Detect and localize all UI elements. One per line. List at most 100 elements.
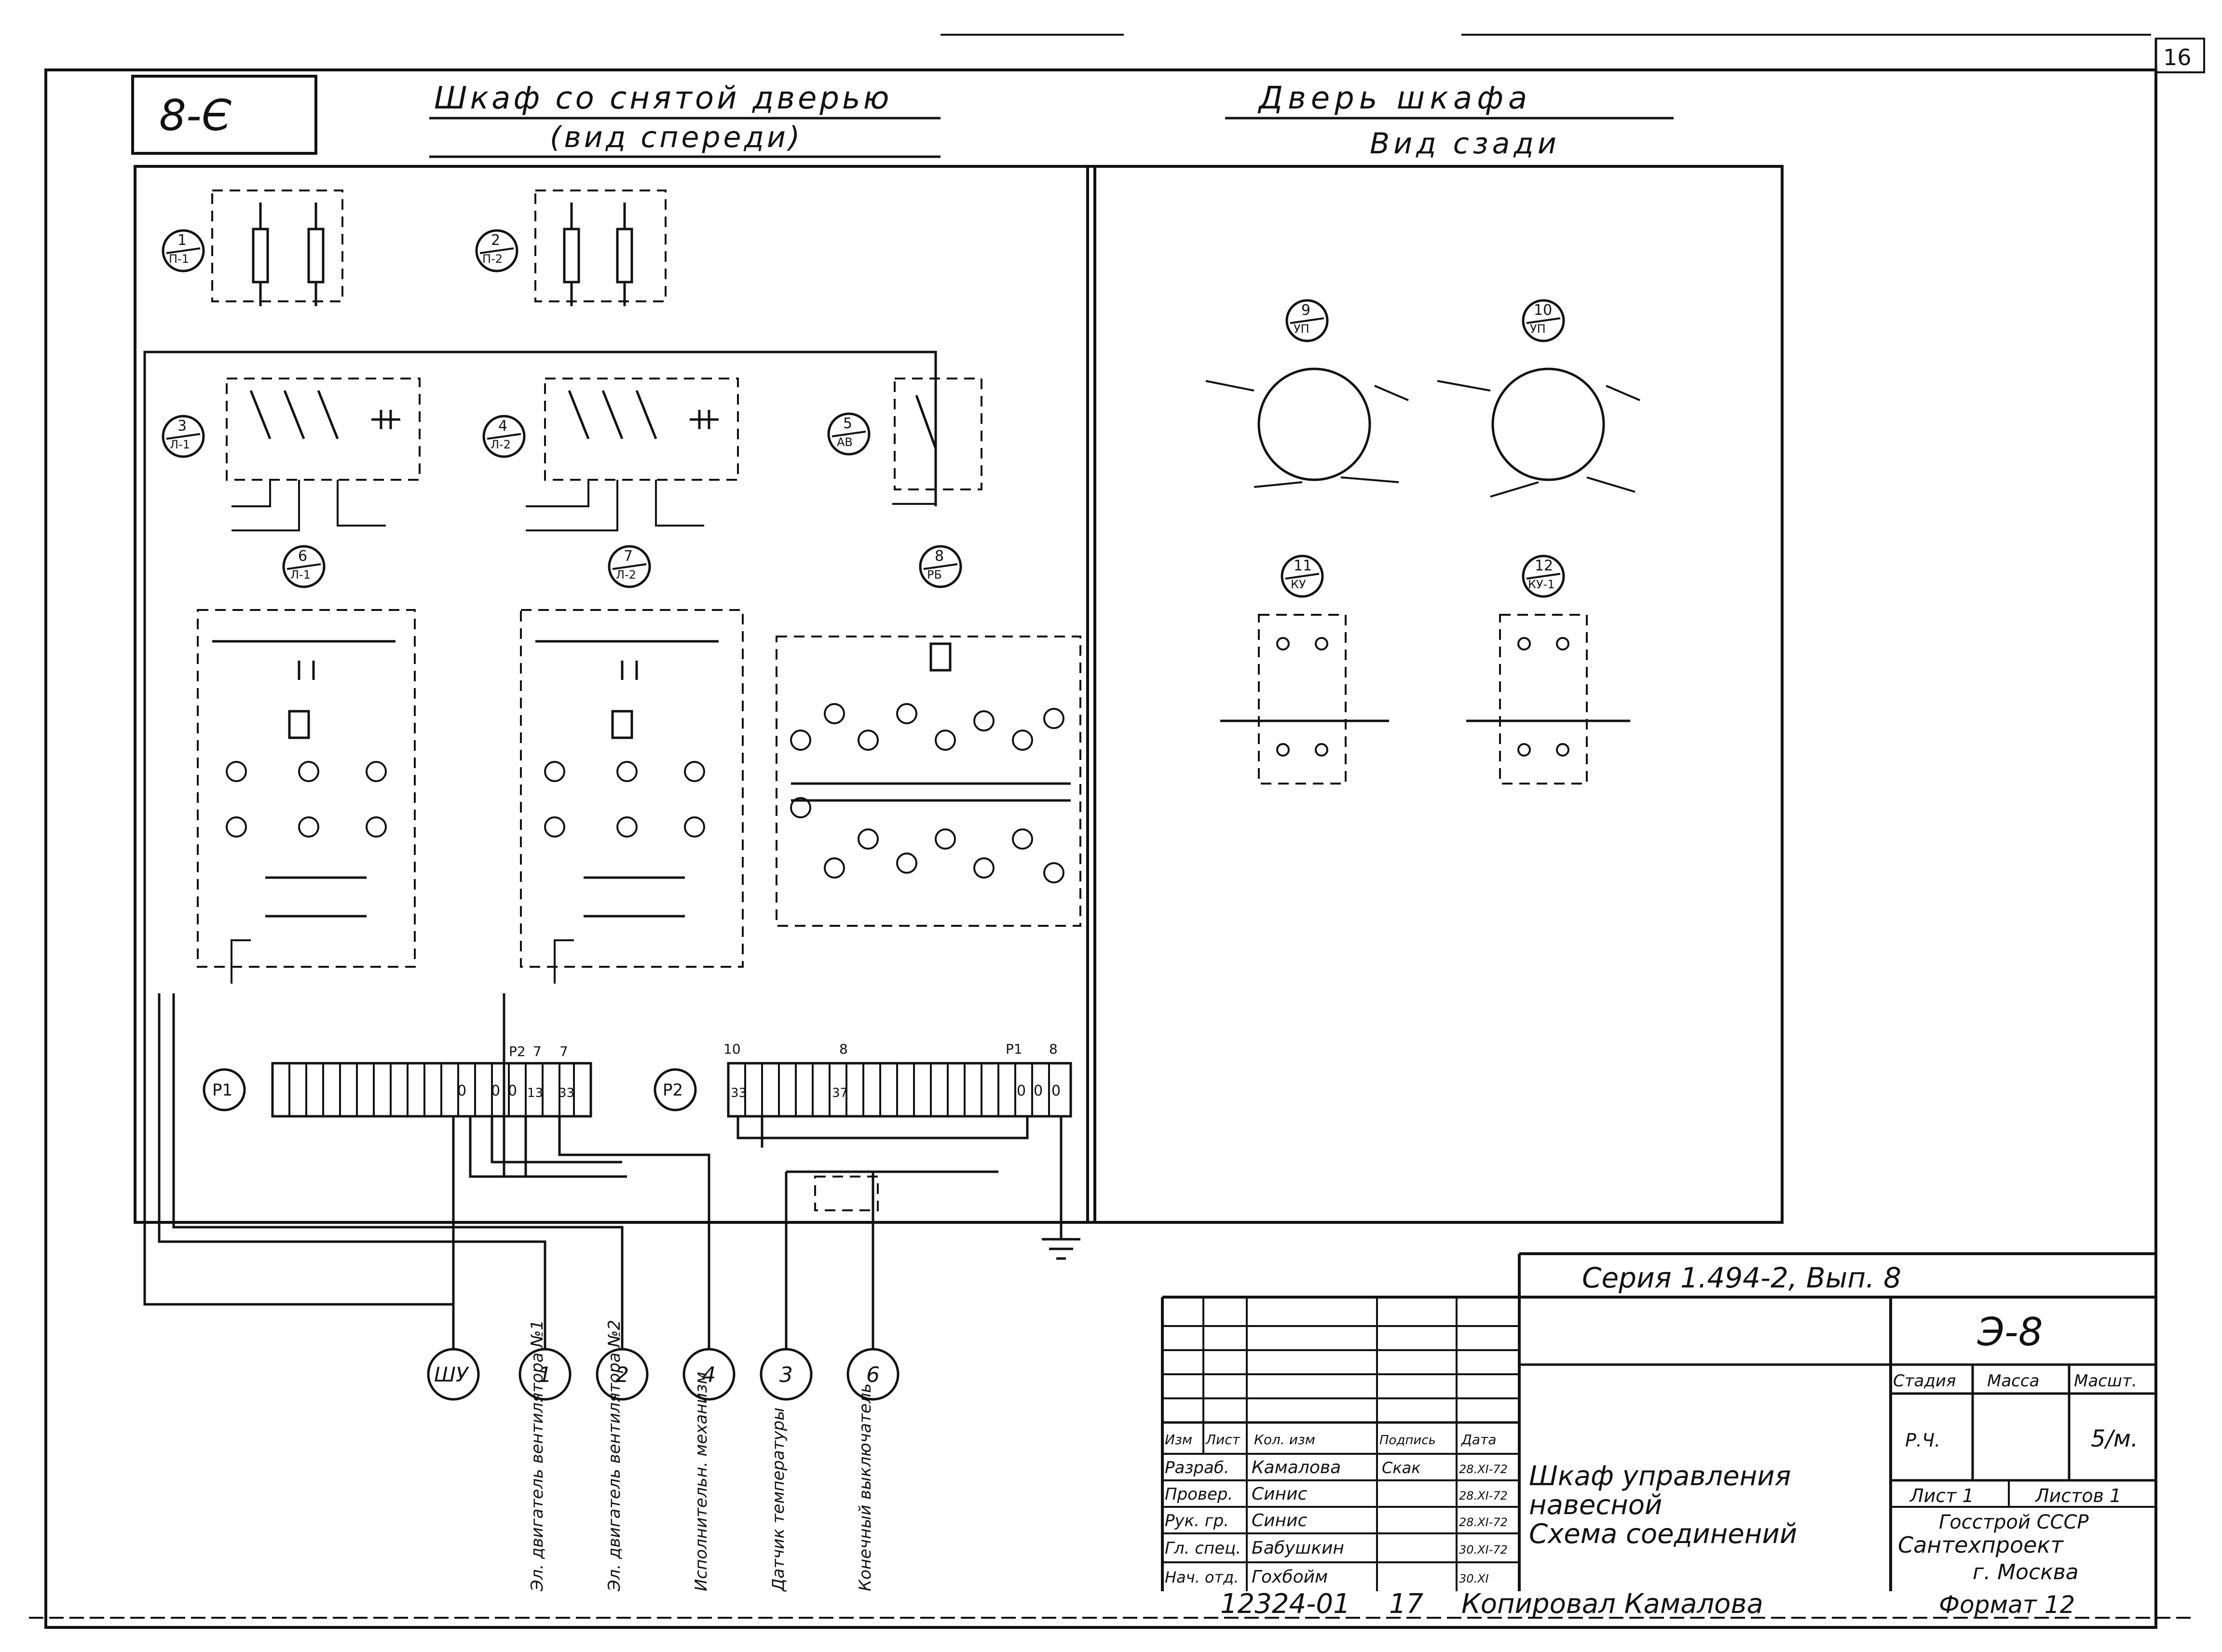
doc-name-line-2: навесной <box>1529 1490 1662 1521</box>
p2-cell-1: 33 <box>731 1086 747 1100</box>
cable-shu-id: ШУ <box>434 1363 469 1386</box>
cable-6: 6 Конечный выключатель <box>846 1348 900 1591</box>
svg-text:Провер.: Провер. <box>1165 1485 1233 1504</box>
switch-9 <box>1205 299 1409 488</box>
cable-3-id: 3 <box>779 1363 793 1387</box>
svg-text:АВ: АВ <box>837 435 853 449</box>
svg-text:Дата: Дата <box>1460 1432 1497 1448</box>
header-mass: Масса <box>1987 1371 2039 1391</box>
svg-text:1: 1 <box>177 232 187 249</box>
svg-text:Камалова: Камалова <box>1252 1458 1341 1477</box>
component-label-10: 10 УП <box>1530 302 1552 336</box>
svg-text:4: 4 <box>498 418 507 434</box>
terminal-block-p2: Р2 <box>654 1062 1072 1118</box>
svg-text:3: 3 <box>177 418 187 434</box>
svg-text:Скак: Скак <box>1382 1459 1421 1477</box>
title-block <box>1161 1252 2156 1591</box>
cable-1-caption: Эл. двигатель вентилятора №1 <box>528 1320 547 1592</box>
svg-text:6: 6 <box>298 548 307 565</box>
component-label-5: 5 АВ <box>837 415 853 449</box>
cable-6-id: 6 <box>866 1363 880 1387</box>
signature-row-4: Гл. спец. Бабушкин 30.XI-72 <box>1165 1538 1508 1558</box>
cable-wiring <box>143 993 1080 1350</box>
doc-name-line-3: Схема соединений <box>1529 1518 1797 1550</box>
svg-text:Гл. спец.: Гл. спец. <box>1165 1539 1241 1558</box>
header-stage: Стадия <box>1893 1371 1956 1391</box>
relay-block-7 <box>520 545 744 984</box>
series-label: Серия 1.494-2, Вып. 8 <box>1582 1261 1901 1294</box>
p2-mark-3: Р1 <box>1006 1041 1022 1057</box>
value-scale: 5/м. <box>2091 1425 2138 1452</box>
footer-number: 12324-01 <box>1220 1588 1350 1620</box>
starter-block-3 <box>162 378 421 531</box>
document-code: Э-8 <box>1977 1310 2043 1354</box>
footer-format: Формат 12 <box>1939 1591 2075 1619</box>
svg-text:Бабушкин: Бабушкин <box>1252 1538 1344 1558</box>
svg-text:Рук. гр.: Рук. гр. <box>1165 1511 1229 1530</box>
svg-text:Нач. отд.: Нач. отд. <box>1165 1568 1239 1586</box>
svg-text:Изм: Изм <box>1165 1432 1192 1448</box>
component-label-9: 9 УП <box>1294 302 1310 336</box>
cable-shu: ШУ <box>427 1348 480 1401</box>
revision-header: Изм Лист Кол. изм Подпись Дата <box>1165 1432 1497 1448</box>
p2-mark-4: 8 <box>1049 1041 1058 1057</box>
org-line-2: Сантехпроект <box>1898 1532 2064 1558</box>
svg-text:28.XI-72: 28.XI-72 <box>1459 1516 1508 1529</box>
svg-text:Лист: Лист <box>1205 1432 1241 1448</box>
terminal-block-p1: Р1 <box>203 1062 592 1118</box>
p1-mark-1: Р2 <box>509 1043 526 1059</box>
door-outline <box>1086 165 1784 1224</box>
svg-text:30.XI: 30.XI <box>1459 1572 1489 1585</box>
component-label-12: 12 КУ-1 <box>1528 557 1555 591</box>
relay-block-6 <box>197 545 416 984</box>
cable-2-id: 2 <box>615 1363 629 1387</box>
starter-block-4 <box>482 378 739 531</box>
component-label-4: 4 Л-2 <box>491 418 511 451</box>
p2-cell-2: 37 <box>832 1086 848 1100</box>
svg-text:30.XI-72: 30.XI-72 <box>1459 1543 1508 1557</box>
svg-text:УП: УП <box>1294 322 1309 336</box>
svg-text:Л-2: Л-2 <box>616 568 636 582</box>
cable-3: 3 Датчик температуры <box>760 1348 813 1592</box>
supply-bus <box>143 351 937 1297</box>
svg-text:Л-1: Л-1 <box>290 568 311 582</box>
p2-cell-4: 0 <box>1034 1083 1043 1099</box>
fuse-block-2 <box>475 190 667 306</box>
component-label-8: 8 РБ <box>927 548 944 582</box>
cable-1-id: 1 <box>538 1363 552 1387</box>
p1-cell-3: 0 <box>508 1083 517 1099</box>
p1-cell-4: 13 <box>527 1086 543 1100</box>
footer-copied: Копировал Камалова <box>1461 1588 1763 1620</box>
svg-text:28.XI-72: 28.XI-72 <box>1459 1489 1508 1503</box>
svg-text:5: 5 <box>843 415 852 432</box>
svg-text:КУ: КУ <box>1291 578 1306 591</box>
svg-text:Л-1: Л-1 <box>170 438 190 451</box>
svg-text:Л-2: Л-2 <box>491 438 511 451</box>
doc-name-line-1: Шкаф управления <box>1529 1461 1791 1492</box>
footer-page: 17 <box>1389 1588 1424 1620</box>
p1-mark-2: 7 <box>533 1043 542 1059</box>
svg-text:12: 12 <box>1535 557 1553 574</box>
value-stage: Р.Ч. <box>1905 1430 1940 1451</box>
svg-text:КУ-1: КУ-1 <box>1528 578 1555 591</box>
switch-10 <box>1437 299 1640 498</box>
code-box <box>131 75 317 155</box>
p2-cell-3: 0 <box>1017 1083 1026 1099</box>
breaker-block-5 <box>827 378 982 505</box>
code-box-label: 8-Є <box>159 91 232 140</box>
sheet-number: 16 <box>2163 44 2192 70</box>
svg-text:8: 8 <box>935 548 944 565</box>
component-label-6: 6 Л-1 <box>290 548 311 582</box>
component-label-1: 1 П-1 <box>169 232 189 266</box>
component-label-7: 7 Л-2 <box>616 548 636 582</box>
p1-cell-1: 0 <box>457 1083 466 1099</box>
cable-3-caption: Датчик температуры <box>769 1408 788 1592</box>
svg-text:П-1: П-1 <box>169 252 189 266</box>
p1-cell-5: 33 <box>559 1086 574 1100</box>
svg-text:2: 2 <box>491 232 500 249</box>
org-line-3: г. Москва <box>1973 1560 2079 1584</box>
left-view-title: Шкаф со снятой дверью <box>434 81 892 116</box>
terminal-block-p2-label: Р2 <box>663 1081 683 1100</box>
p1-mark-3: 7 <box>559 1043 568 1059</box>
